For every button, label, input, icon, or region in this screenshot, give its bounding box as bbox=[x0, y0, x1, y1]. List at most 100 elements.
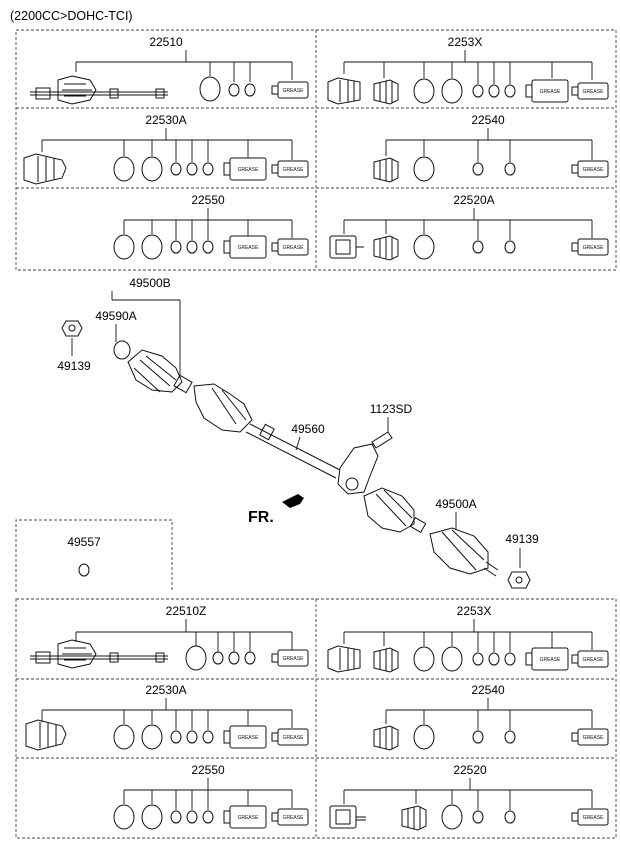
boot-icon bbox=[25, 719, 67, 751]
cv-joint-icon bbox=[127, 349, 183, 393]
clamp-icon bbox=[186, 810, 198, 824]
kit-cell-22540-bottom[interactable]: 22540 GREASE bbox=[373, 683, 609, 751]
grease-tube-icon: GREASE bbox=[271, 728, 309, 746]
clamp-icon bbox=[78, 563, 90, 577]
grease-tube-icon: GREASE bbox=[571, 728, 609, 746]
clamp-icon bbox=[202, 162, 214, 176]
top-kit-grid bbox=[15, 29, 617, 271]
bottom-kit-grid bbox=[15, 598, 617, 839]
bolt-icon bbox=[371, 431, 393, 449]
part-label-2253X: 2253X bbox=[457, 604, 492, 618]
nut-icon bbox=[61, 320, 83, 337]
small-ring-box[interactable]: 49557 bbox=[15, 519, 173, 592]
boot-ring-icon bbox=[141, 724, 163, 750]
svg-text:GREASE: GREASE bbox=[583, 245, 605, 251]
part-label-22550: 22550 bbox=[191, 763, 225, 777]
svg-text:GREASE: GREASE bbox=[583, 815, 605, 821]
svg-text:GREASE: GREASE bbox=[583, 657, 605, 663]
callout-49560[interactable]: 49560 bbox=[291, 422, 325, 436]
drive-shaft-icon bbox=[30, 75, 168, 105]
svg-text:GREASE: GREASE bbox=[238, 735, 260, 741]
clamp-icon bbox=[202, 810, 214, 824]
kit-cell-22510Z[interactable]: 22510Z GREASE bbox=[30, 604, 309, 671]
kit-cell-22540[interactable]: 22540 GREASE bbox=[373, 113, 609, 183]
kit-cell-2253X[interactable]: 2253X GREASE GREASE bbox=[327, 35, 609, 105]
tripod-joint-icon bbox=[329, 805, 366, 829]
part-label-22530A: 22530A bbox=[145, 113, 186, 127]
clamp-icon bbox=[170, 810, 182, 824]
boot-icon bbox=[373, 79, 399, 105]
part-label-22540: 22540 bbox=[471, 113, 505, 127]
grease-tube-icon: GREASE bbox=[271, 649, 309, 667]
part-label-22510: 22510 bbox=[149, 35, 183, 49]
boot-icon bbox=[373, 647, 399, 673]
grease-tube-icon: GREASE bbox=[223, 235, 267, 259]
part-label-22510Z: 22510Z bbox=[166, 604, 207, 618]
callout-49500A[interactable]: 49500A bbox=[435, 497, 476, 511]
boot-ring-icon bbox=[185, 645, 207, 671]
kit-cell-22530A[interactable]: 22530A GREASE GREASE bbox=[23, 113, 309, 185]
clamp-icon bbox=[504, 84, 516, 98]
boot-ring-icon bbox=[441, 78, 463, 104]
kit-cell-22520[interactable]: 22520 GREASE bbox=[329, 763, 609, 831]
svg-text:GREASE: GREASE bbox=[238, 167, 260, 173]
callout-1123SD[interactable]: 1123SD bbox=[370, 402, 413, 416]
front-arrow-icon bbox=[282, 494, 304, 508]
boot-icon bbox=[373, 725, 399, 751]
kit-cell-22510[interactable]: 22510 GREASE bbox=[30, 35, 309, 105]
svg-text:GREASE: GREASE bbox=[238, 245, 260, 251]
svg-text:GREASE: GREASE bbox=[238, 815, 260, 821]
kit-cell-22530A-bottom[interactable]: 22530A GREASE GREASE bbox=[25, 683, 309, 751]
grease-tube-icon: GREASE bbox=[571, 808, 609, 826]
boot-icon bbox=[401, 805, 427, 831]
clamp-icon bbox=[212, 651, 224, 665]
clamp-icon bbox=[504, 652, 516, 666]
grease-tube-icon: GREASE bbox=[223, 157, 267, 181]
boot-icon bbox=[23, 153, 67, 185]
grease-tube-icon: GREASE bbox=[525, 647, 569, 671]
boot-icon bbox=[373, 235, 399, 261]
kit-cell-2253X-bottom[interactable]: 2253X GREASE GREASE bbox=[327, 604, 609, 673]
svg-text:GREASE: GREASE bbox=[583, 167, 605, 173]
driveshaft-assembly: 49500B 49590A 49139 49560 1123SD bbox=[57, 276, 539, 589]
boot-ring-icon bbox=[413, 724, 435, 750]
callout-49590A[interactable]: 49590A bbox=[95, 309, 136, 323]
callout-49500B[interactable]: 49500B bbox=[129, 276, 170, 290]
cv-joint-icon bbox=[429, 527, 489, 575]
clamp-icon bbox=[472, 730, 484, 744]
clamp-icon bbox=[488, 84, 500, 98]
grease-tube-icon: GREASE bbox=[571, 650, 609, 668]
kit-cell-22520A[interactable]: 22520A GREASE bbox=[329, 193, 609, 261]
clamp-icon bbox=[244, 83, 256, 97]
clamp-icon bbox=[504, 730, 516, 744]
svg-text:GREASE: GREASE bbox=[283, 245, 305, 251]
kit-cell-22550-bottom[interactable]: 22550 GREASE GREASE bbox=[113, 763, 309, 830]
callout-49139-upper[interactable]: 49139 bbox=[57, 359, 91, 373]
svg-text:GREASE: GREASE bbox=[283, 656, 305, 662]
part-label-2253X: 2253X bbox=[448, 35, 483, 49]
callout-49139-lower[interactable]: 49139 bbox=[505, 532, 539, 546]
grease-tube-icon: GREASE bbox=[571, 238, 609, 256]
center-bearing-bracket-icon bbox=[337, 443, 379, 495]
svg-text:GREASE: GREASE bbox=[540, 657, 562, 663]
boot-ring-icon bbox=[141, 156, 163, 182]
clamp-icon bbox=[472, 810, 484, 824]
svg-text:GREASE: GREASE bbox=[283, 735, 305, 741]
svg-text:GREASE: GREASE bbox=[283, 167, 305, 173]
part-label-22540: 22540 bbox=[471, 683, 505, 697]
boot-ring-icon bbox=[113, 234, 135, 260]
svg-text:GREASE: GREASE bbox=[540, 89, 562, 95]
svg-text:GREASE: GREASE bbox=[283, 815, 305, 821]
grease-tube-icon: GREASE bbox=[223, 805, 267, 829]
boot-icon bbox=[193, 383, 253, 433]
clamp-icon bbox=[228, 651, 240, 665]
clamp-icon bbox=[504, 162, 516, 176]
clamp-icon bbox=[504, 810, 516, 824]
svg-text:GREASE: GREASE bbox=[583, 89, 605, 95]
boot-icon bbox=[327, 645, 361, 673]
tripod-joint-icon bbox=[329, 235, 364, 259]
kit-cell-22550[interactable]: 22550 GREASE GREASE bbox=[113, 193, 309, 260]
part-label-22530A: 22530A bbox=[145, 683, 186, 697]
ring-icon bbox=[113, 340, 131, 360]
